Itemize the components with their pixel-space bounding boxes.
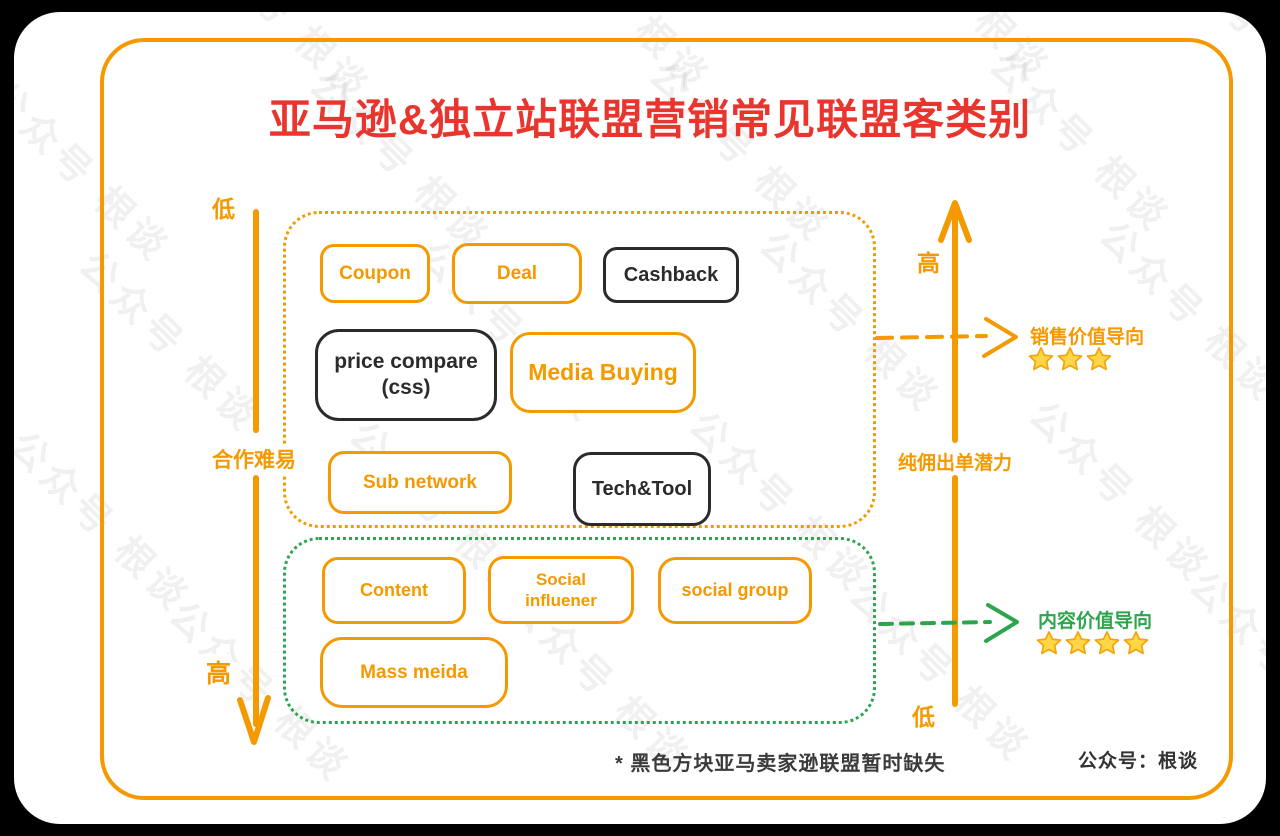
box-price-compare-label: price compare — [334, 349, 478, 373]
box-tech-tool: Tech&Tool — [573, 452, 711, 526]
sales-group-box — [283, 211, 876, 528]
sales-dashed-arrow-line — [875, 334, 988, 340]
box-media-buying-label: Media Buying — [528, 359, 678, 386]
box-tech-tool-label: Tech&Tool — [591, 477, 693, 500]
box-social-influencer-label: Social — [535, 569, 587, 589]
box-sub-network-label: Sub network — [362, 471, 477, 493]
right-axis-arrowhead-up — [938, 200, 972, 243]
star-icon — [1094, 631, 1120, 655]
box-coupon: Coupon — [320, 244, 430, 303]
sales-annotation-label: 销售价值导向 — [1030, 327, 1145, 348]
content-annotation-label: 内容价值导向 — [1038, 611, 1153, 632]
page-title: 亚马逊&独立站联盟营销常见联盟客类别 — [268, 96, 1032, 143]
box-content: Content — [322, 557, 466, 624]
box-social-group-label: social group — [681, 580, 789, 601]
axes-arrows — [237, 200, 1019, 745]
left-axis-top-label: 低 — [212, 190, 235, 224]
white-card: 公众号 根谈 公众号 根谈 公众号 根谈 公众号 根谈 公众号 根谈 公众号 根… — [14, 12, 1266, 824]
box-coupon-label: Coupon — [339, 262, 411, 284]
box-cashback-label: Cashback — [623, 263, 719, 286]
star-icon — [1123, 631, 1149, 655]
content-arrowhead-icon — [984, 603, 1019, 643]
box-social-group: social group — [658, 557, 812, 624]
box-social-influencer-sublabel: influener — [525, 591, 597, 610]
star-icon — [1065, 631, 1091, 655]
content-star-rating — [1036, 630, 1149, 656]
right-axis-label: 纯佣出单潜力 — [898, 448, 1013, 475]
box-content-label: Content — [360, 580, 428, 601]
credit: 公众号：根谈 — [1078, 751, 1199, 772]
right-axis-top-label: 高 — [917, 244, 940, 278]
box-sub-network: Sub network — [328, 451, 512, 514]
box-deal: Deal — [452, 243, 582, 304]
box-price-compare-sublabel: (css) — [381, 376, 431, 399]
box-cashback: Cashback — [603, 247, 739, 303]
left-axis-label: 合作难易 — [212, 444, 296, 474]
star-icon — [1028, 347, 1054, 371]
left-axis-arrowhead-down — [237, 695, 271, 745]
footnote: * 黑色方块亚马卖家逊联盟暂时缺失 — [615, 753, 946, 775]
box-deal-label: Deal — [496, 262, 538, 284]
box-social-influencer: Social influener — [488, 556, 634, 624]
star-icon — [1057, 347, 1083, 371]
sales-star-rating — [1028, 346, 1112, 372]
box-price-compare: price compare (css) — [315, 329, 497, 421]
left-axis-bottom-label: 高 — [206, 654, 232, 690]
outer-border — [100, 38, 1233, 800]
box-mass-media: Mass meida — [320, 637, 508, 708]
box-media-buying: Media Buying — [510, 332, 696, 413]
sales-arrowhead-icon — [982, 317, 1018, 358]
box-mass-media-label: Mass meida — [360, 661, 468, 683]
right-axis-bottom-label: 低 — [912, 698, 935, 732]
star-icon — [1036, 631, 1062, 655]
content-dashed-arrow-line — [878, 620, 992, 626]
star-icon — [1086, 347, 1112, 371]
content-group-box — [283, 537, 876, 724]
